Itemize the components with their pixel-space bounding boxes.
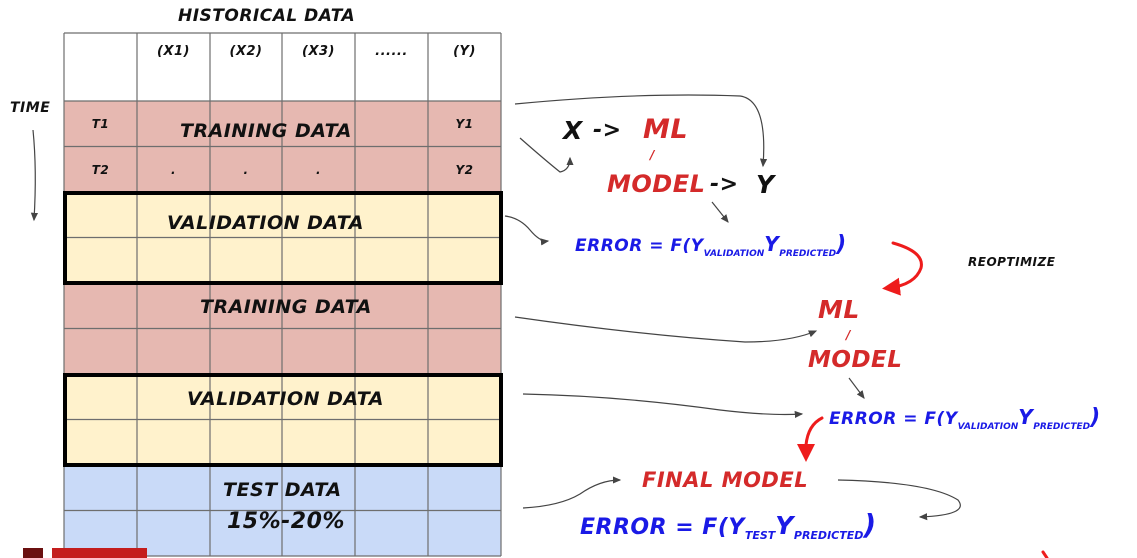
ml-slash-1: /: [650, 148, 655, 162]
error-prefix: ERROR = F(Y: [829, 409, 958, 429]
final-model-label: FINAL MODEL: [642, 468, 809, 492]
table-cell-r0-c0: T1: [91, 117, 110, 131]
input-x: X: [563, 116, 583, 145]
error-formula-validation-1: ERROR = F(YVALIDATIONYPREDICTED): [575, 232, 847, 259]
header-cell-5: (Y): [453, 44, 476, 59]
output-y: Y: [756, 170, 775, 199]
model-label-1: MODEL: [607, 170, 706, 198]
table-cell-r1-c3: .: [315, 162, 322, 177]
diagram-title: HISTORICAL DATA: [178, 6, 356, 26]
ml-label-1: ML: [643, 114, 689, 145]
error-sub-predicted: PREDICTED: [779, 249, 837, 259]
social-share-icon[interactable]: [23, 548, 43, 558]
error-sub-validation: VALIDATION: [703, 249, 765, 259]
header-cell-4: ......: [375, 44, 408, 59]
error-suffix: ): [863, 508, 877, 541]
test-block-label: TEST DATA: [223, 479, 342, 501]
error-suffix: ): [1090, 405, 1101, 430]
error-suffix: ): [836, 232, 847, 257]
error-formula-validation-2: ERROR = F(YVALIDATIONYPREDICTED): [829, 405, 1101, 432]
table-cell-r1-c5: Y2: [455, 162, 474, 177]
error-mid: Y: [1018, 405, 1034, 429]
arrow-text-2: ->: [710, 172, 739, 197]
model-label-2: MODEL: [808, 347, 903, 373]
error-prefix: ERROR = F(Y: [580, 515, 745, 540]
error-sub-predicted: PREDICTED: [793, 529, 864, 542]
header-cell-2: (X2): [229, 44, 263, 59]
header-cell-3: (X3): [302, 44, 335, 59]
error-sub-validation: VALIDATION: [957, 422, 1019, 432]
table-cell-r1-c2: .: [243, 162, 249, 177]
arrow-text-1: ->: [593, 118, 622, 143]
validation-block-border: [63, 191, 503, 285]
validation-block-border: [63, 373, 503, 467]
header-cell-1: (X1): [157, 44, 190, 59]
error-mid: Y: [764, 232, 780, 256]
ml-slash-2: /: [846, 328, 851, 342]
table-cell-r0-c5: Y1: [455, 117, 474, 131]
error-sub-predicted: PREDICTED: [1033, 422, 1091, 432]
error-prefix: ERROR = F(Y: [575, 236, 704, 256]
ml-label-2: ML: [818, 295, 860, 324]
reoptimize-label: REOPTIMIZE: [968, 255, 1056, 269]
table-cell-r1-c1: .: [170, 162, 177, 177]
validation-block-1-label: VALIDATION DATA: [167, 212, 364, 234]
training-block-2-label: TRAINING DATA: [200, 296, 372, 318]
test-block-percentage: 15%-20%: [227, 509, 345, 534]
error-formula-test: ERROR = F(YTESTYPREDICTED): [580, 508, 877, 542]
error-sub-test: TEST: [744, 529, 776, 542]
social-share-icon-2[interactable]: [52, 548, 147, 558]
table-cell-r1-c0: T2: [91, 162, 110, 177]
validation-block-2-label: VALIDATION DATA: [187, 388, 384, 410]
training-block-1-label: TRAINING DATA: [180, 120, 352, 142]
time-axis-label: TIME: [10, 100, 51, 116]
error-mid: Y: [775, 511, 794, 540]
